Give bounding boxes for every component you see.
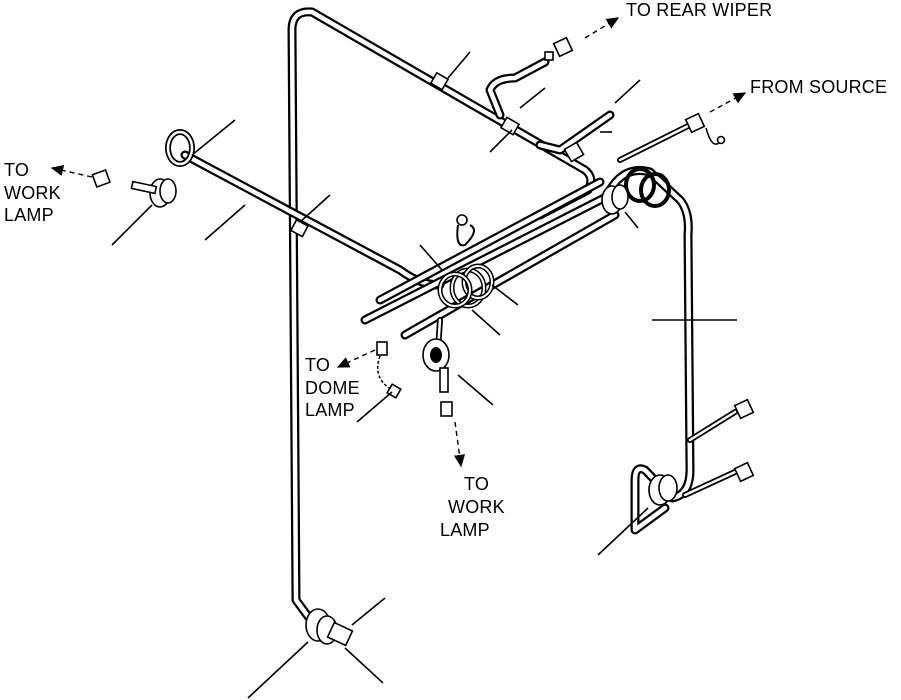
arrow-to-rear-wiper <box>584 17 620 39</box>
label-to-work-lamp-left-1: TO <box>4 160 29 180</box>
grommet-bottom <box>305 608 354 647</box>
arrow-from-source <box>709 92 747 113</box>
connectors <box>91 36 755 483</box>
labels: TO REAR WIPER FROM SOURCE TO WORK LAMP T… <box>4 0 887 540</box>
label-to-dome-lamp-2: DOME <box>305 378 360 398</box>
grommet-top-left <box>130 178 177 208</box>
connector-rear-wiper <box>544 36 574 61</box>
connector-work-lamp-bottom <box>440 401 453 417</box>
direction-arrows <box>50 17 747 468</box>
label-to-rear-wiper: TO REAR WIPER <box>626 0 772 20</box>
connector-work-lamp-left <box>91 168 111 188</box>
arrow-to-dome-lamp <box>336 349 376 368</box>
clamps <box>289 71 585 238</box>
connector-lower-right-b <box>733 461 755 483</box>
label-to-work-lamp-left-3: LAMP <box>4 205 54 225</box>
connector-top-small <box>456 214 468 226</box>
harness-routes <box>165 7 738 635</box>
connector-lower-right-a <box>733 398 755 420</box>
label-to-dome-lamp-1: TO <box>305 355 330 375</box>
connector-from-source <box>684 112 726 145</box>
callout-lines <box>111 51 737 699</box>
arrow-to-work-lamp-bottom <box>453 421 466 468</box>
label-to-dome-lamp-3: LAMP <box>305 400 355 420</box>
label-to-work-lamp-bottom-3: LAMP <box>440 520 490 540</box>
grommet-right-upper <box>601 184 629 215</box>
label-to-work-lamp-left-2: WORK <box>4 183 61 203</box>
label-from-source: FROM SOURCE <box>750 77 887 97</box>
grommets <box>130 178 678 647</box>
label-to-work-lamp-bottom-1: TO <box>464 474 489 494</box>
connector-dome-lamp <box>376 341 402 399</box>
label-to-work-lamp-bottom-2: WORK <box>448 497 505 517</box>
grommet-lower-right <box>648 474 678 506</box>
center-coils <box>437 167 671 309</box>
grommet-center <box>422 338 450 393</box>
arrow-to-work-lamp-left <box>50 164 93 178</box>
